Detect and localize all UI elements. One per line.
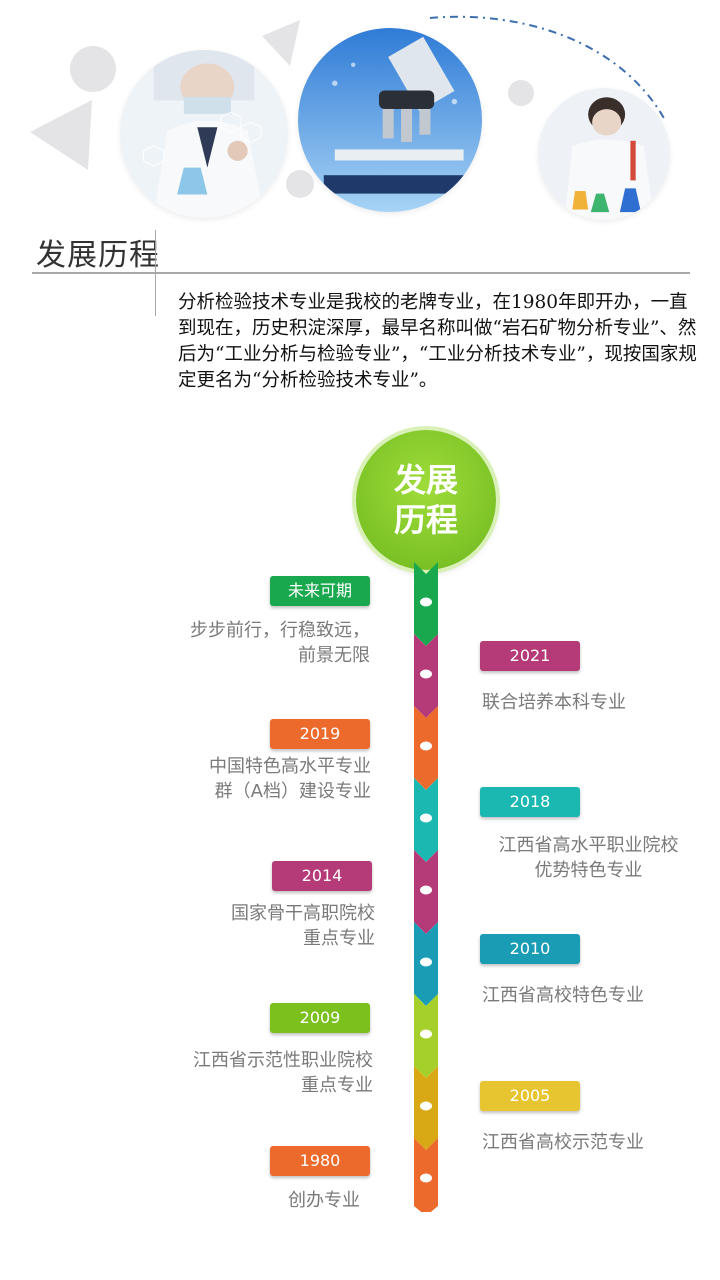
timeline-badge: 2019: [270, 719, 370, 749]
timeline-description-line: 群（A档）建设专业: [214, 781, 371, 802]
timeline-description-line: 国家骨干高职院校: [231, 903, 375, 924]
lab-photo-scientist: [120, 50, 288, 218]
timeline-description: 联合培养本科专业: [482, 690, 682, 715]
timeline-description: 创办专业: [240, 1188, 360, 1213]
timeline-description: 江西省高校示范专业: [482, 1130, 682, 1155]
page-title: 发展历程: [36, 238, 160, 273]
microscope-image-icon: [298, 28, 482, 212]
timeline-description: 江西省示范性职业院校重点专业: [160, 1048, 373, 1098]
timeline-badge: 2014: [272, 861, 372, 891]
timeline-node: [420, 813, 432, 823]
timeline-description-line: 中国特色高水平专业: [209, 756, 371, 777]
chemist-image-icon: [538, 88, 670, 220]
timeline-description: 江西省高水平职业院校优势特色专业: [486, 833, 691, 883]
timeline-badge: 2009: [270, 1003, 370, 1033]
title-underline: [32, 272, 690, 274]
timeline-badge: 2021: [480, 641, 580, 671]
title-divider: [155, 274, 156, 316]
timeline-node: [420, 957, 432, 967]
timeline-description-line: 江西省示范性职业院校: [193, 1050, 373, 1071]
timeline-description-line: 联合培养本科专业: [482, 692, 626, 713]
timeline-description-line: 创办专业: [288, 1190, 360, 1211]
timeline-description-line: 前景无限: [298, 645, 370, 666]
hub-line-1: 发展: [393, 461, 458, 499]
timeline-description: 中国特色高水平专业群（A档）建设专业: [168, 754, 371, 804]
timeline-node: [420, 741, 432, 751]
timeline-node: [420, 1101, 432, 1111]
timeline-description-line: 步步前行，行稳致远，: [190, 620, 370, 641]
timeline-node: [420, 1173, 432, 1183]
timeline-node: [420, 669, 432, 679]
intro-paragraph: 分析检验技术专业是我校的老牌专业，在1980年即开办，一直到现在，历史积淀深厚，…: [178, 292, 697, 391]
timeline-badge: 未来可期: [270, 576, 370, 606]
timeline-node: [420, 1029, 432, 1039]
timeline-description-line: 重点专业: [301, 1075, 373, 1096]
timeline-node: [420, 597, 432, 607]
scientist-image-icon: [120, 50, 288, 218]
decor-shapes: [30, 15, 666, 170]
timeline-description-line: 优势特色专业: [534, 860, 643, 881]
timeline-description: 步步前行，行稳致远， 前景无限: [180, 618, 370, 668]
timeline-description-line: 江西省高校特色专业: [482, 985, 644, 1006]
timeline-badge: 1980: [270, 1146, 370, 1176]
decor-dot: [70, 46, 116, 92]
title-divider: [155, 230, 156, 272]
timeline-hub: 发展 历程: [356, 430, 496, 570]
lab-photo-microscope: [298, 28, 482, 212]
lab-photo-chemist: [538, 88, 670, 220]
timeline-badge: 2005: [480, 1081, 580, 1111]
timeline-description: 江西省高校特色专业: [482, 983, 682, 1008]
timeline-node: [420, 885, 432, 895]
timeline-spine: [414, 562, 438, 1212]
decor-dot: [286, 170, 314, 198]
timeline-description-line: 江西省高校示范专业: [482, 1132, 644, 1153]
timeline-description: 国家骨干高职院校重点专业: [200, 901, 375, 951]
timeline-description-line: 重点专业: [303, 928, 375, 949]
timeline-badge: 2010: [480, 934, 580, 964]
hub-line-2: 历程: [393, 501, 458, 539]
timeline-description-line: 江西省高水平职业院校: [498, 835, 679, 856]
decor-dot: [508, 80, 534, 106]
timeline-badge: 2018: [480, 787, 580, 817]
